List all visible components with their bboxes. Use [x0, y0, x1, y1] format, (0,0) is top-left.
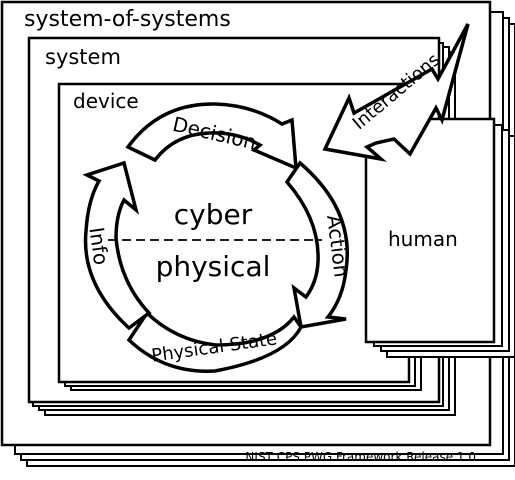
human-box [364, 117, 496, 344]
human-label: human [388, 227, 458, 251]
human-stack [364, 117, 515, 358]
cyber-label: cyber [174, 198, 253, 231]
info-label: Info [84, 226, 113, 267]
device-label: device [73, 89, 139, 113]
physical-label: physical [156, 250, 271, 283]
footer-text: NIST CPS PWG Framework Release 1.0 [245, 450, 476, 464]
info-arrow: Info [82, 160, 152, 331]
system-label: system [45, 45, 121, 69]
sos-label: system-of-systems [24, 7, 231, 32]
action-arrow: Action [284, 160, 354, 330]
